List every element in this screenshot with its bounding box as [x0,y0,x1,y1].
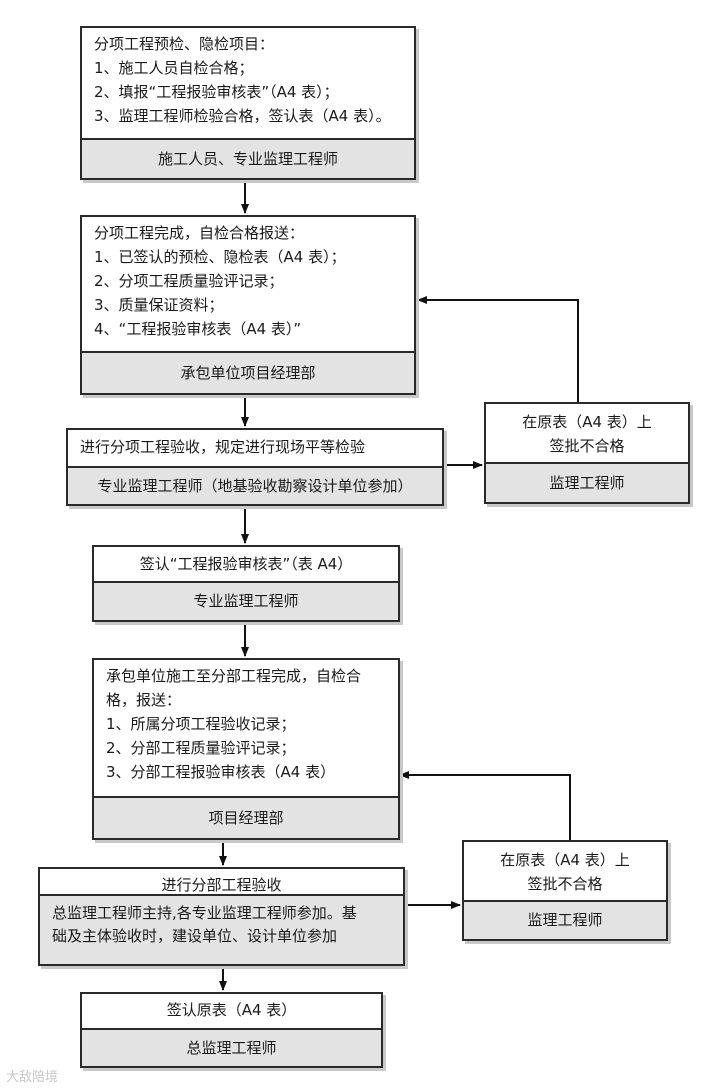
reject-subitem-line: 签批不合格 [549,437,625,455]
step-subitem-acceptance-box: 进行分项工程验收，规定进行现场平等检验 专业监理工程师（地基验收勘察设计单位参加… [66,428,444,506]
step-sign-form-box: 签认“工程报验审核表”（表 A4） 专业监理工程师 [92,545,400,622]
step-division-report-line: 格，报送： [106,691,182,709]
step-preinspection-line: 分项工程预检、隐检项目： [94,35,275,53]
step-division-acceptance-role: 总监理工程师主持,各专业监理工程师参加。基 础及主体验收时，建设单位、设计单位参… [40,894,403,964]
step-subitem-acceptance-role: 专业监理工程师（地基验收勘察设计单位参加） [68,466,442,504]
step-final-sign-line: 签认原表（A4 表） [166,1001,297,1019]
reject-division-content: 在原表（A4 表）上 签批不合格 [464,842,666,900]
step-division-report-role: 项目经理部 [94,796,398,838]
step-sign-form-role: 专业监理工程师 [94,581,398,620]
step-division-acceptance-box: 进行分部工程验收 总监理工程师主持,各专业监理工程师参加。基 础及主体验收时，建… [38,867,405,966]
step-division-report-content: 承包单位施工至分部工程完成，自检合 格，报送： 1、所属分项工程验收记录； 2、… [94,660,398,788]
step-subitem-report-line: 1、已签认的预检、隐检表（A4 表）； [94,248,346,266]
step-subitem-report-role: 承包单位项目经理部 [82,351,414,393]
step-division-report-line: 承包单位施工至分部工程完成，自检合 [106,667,362,685]
step-sign-form-content: 签认“工程报验审核表”（表 A4） [94,547,398,580]
step-preinspection-role: 施工人员、专业监理工程师 [82,138,414,178]
step-final-sign-box: 签认原表（A4 表） 总监理工程师 [80,992,383,1068]
step-final-sign-content: 签认原表（A4 表） [82,994,381,1026]
arrow-r1-b2 [417,296,579,402]
step-division-acceptance-role-line: 总监理工程师主持,各专业监理工程师参加。基 [52,904,357,922]
step-preinspection-line: 1、施工人员自检合格； [94,59,254,77]
step-subitem-report-line: 3、质量保证资料； [94,296,224,314]
step-division-acceptance-content: 进行分部工程验收 [40,869,403,901]
step-preinspection-line: 2、填报“工程报验审核表”（A4 表）； [94,83,339,101]
step-division-report-box: 承包单位施工至分部工程完成，自检合 格，报送： 1、所属分项工程验收记录； 2、… [92,658,400,840]
reject-division-line: 在原表（A4 表）上 [500,851,630,869]
step-division-report-line: 2、分部工程质量验评记录； [106,739,296,757]
step-division-report-line: 1、所属分项工程验收记录； [106,715,296,733]
reject-division-line: 签批不合格 [527,875,603,893]
step-subitem-report-line: 分项工程完成，自检合格报送： [94,224,305,242]
reject-subitem-role: 监理工程师 [486,462,688,502]
step-division-acceptance-line: 进行分部工程验收 [161,876,282,894]
step-final-sign-role: 总监理工程师 [82,1028,381,1066]
step-subitem-acceptance-line: 进行分项工程验收，规定进行现场平等检验 [80,438,366,456]
watermark: 大敌陪境 [6,1070,59,1085]
arrow-r2-b5 [399,771,571,840]
step-division-report-line: 3、分部工程报验审核表（A4 表） [106,763,336,781]
step-subitem-report-line: 2、分项工程质量验评记录； [94,272,284,290]
step-preinspection-line: 3、监理工程师检验合格，签认表（A4 表）。 [94,107,391,125]
reject-subitem-content: 在原表（A4 表）上 签批不合格 [486,404,688,462]
reject-subitem-line: 在原表（A4 表）上 [522,413,652,431]
step-subitem-report-content: 分项工程完成，自检合格报送： 1、已签认的预检、隐检表（A4 表）； 2、分项工… [82,217,414,345]
step-preinspection-content: 分项工程预检、隐检项目： 1、施工人员自检合格； 2、填报“工程报验审核表”（A… [82,28,414,132]
step-subitem-report-box: 分项工程完成，自检合格报送： 1、已签认的预检、隐检表（A4 表）； 2、分项工… [80,215,416,395]
reject-division-box: 在原表（A4 表）上 签批不合格 监理工程师 [462,840,668,941]
reject-division-role: 监理工程师 [464,900,666,939]
step-subitem-report-line: 4、“工程报验审核表（A4 表）” [94,320,302,338]
step-division-acceptance-role-line: 础及主体验收时，建设单位、设计单位参加 [52,927,338,945]
reject-subitem-box: 在原表（A4 表）上 签批不合格 监理工程师 [484,402,690,504]
step-preinspection-box: 分项工程预检、隐检项目： 1、施工人员自检合格； 2、填报“工程报验审核表”（A… [80,26,416,180]
step-subitem-acceptance-content: 进行分项工程验收，规定进行现场平等检验 [68,430,442,463]
step-sign-form-line: 签认“工程报验审核表”（表 A4） [139,555,353,573]
